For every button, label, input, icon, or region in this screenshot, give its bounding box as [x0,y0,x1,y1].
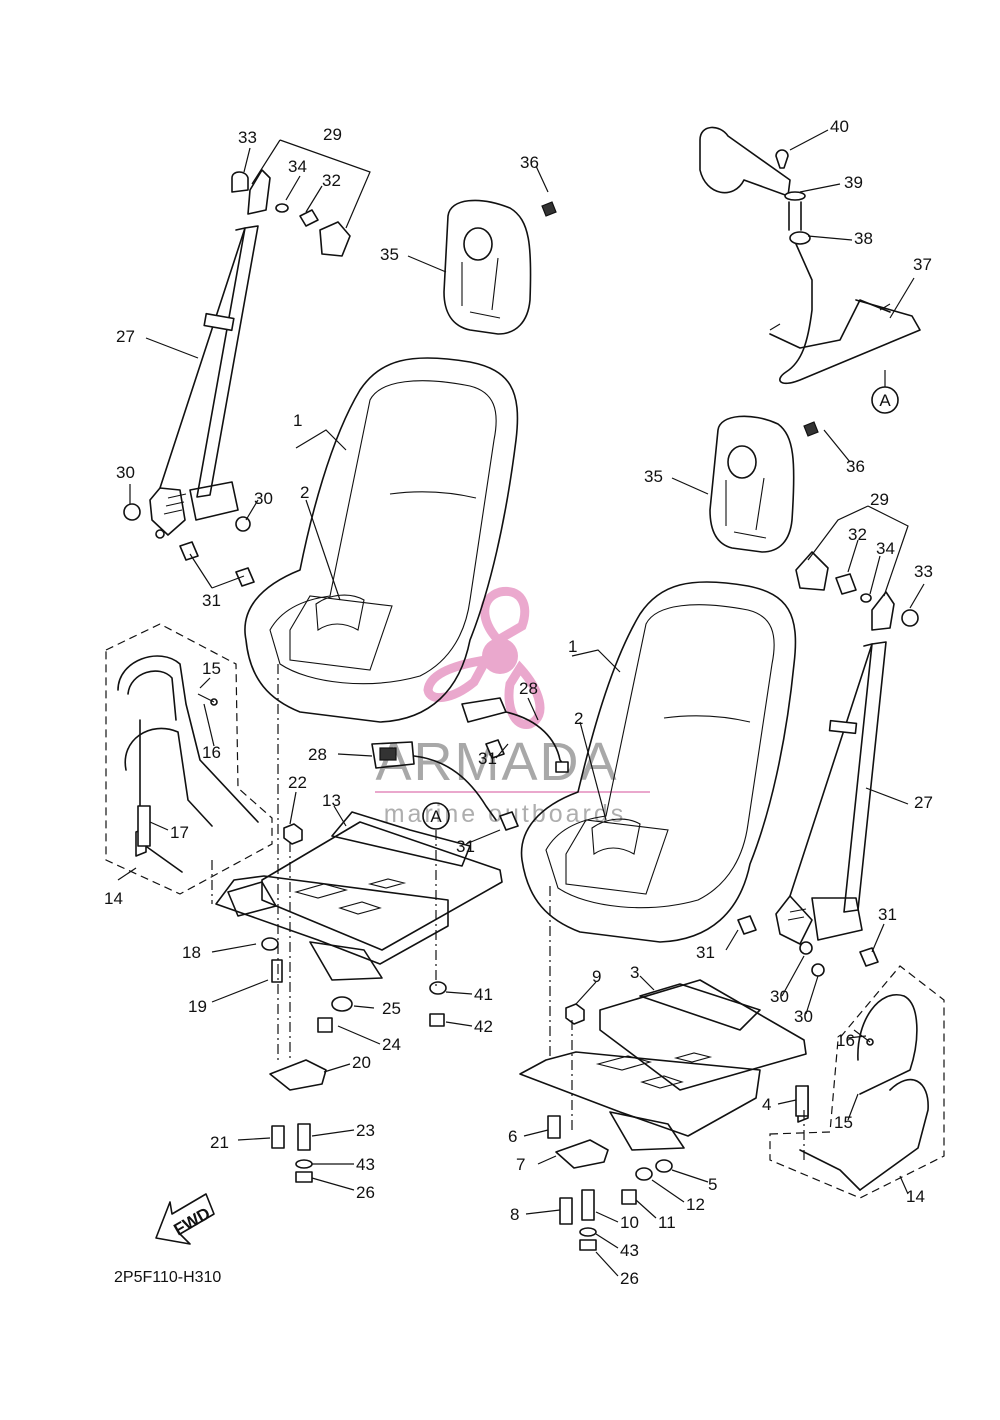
grab-handle-assembly: A [699,126,921,414]
part-label-34: 34 [876,539,895,558]
part-label-35: 35 [644,467,663,486]
part-label-10: 10 [620,1213,639,1232]
part-label-7: 7 [516,1155,525,1174]
svg-text:A: A [430,807,442,826]
part-label-27: 27 [116,327,135,346]
seat-base-left [215,811,503,981]
part-label-11: 11 [658,1213,676,1232]
part-label-12: 12 [686,1195,705,1214]
seat-belt-left [149,225,259,539]
part-label-1: 1 [568,637,577,656]
diagram-code: 2P5F110-H310 [114,1269,221,1286]
part-label-8: 8 [510,1205,519,1224]
ref-marker-a-top: A [879,391,891,410]
part-label-31: 31 [456,837,475,856]
part-label-20: 20 [352,1053,371,1072]
part-label-2: 2 [300,483,309,502]
part-label-31: 31 [878,905,897,924]
part-label-36: 36 [520,153,539,172]
part-label-30: 30 [794,1007,813,1026]
part-label-39: 39 [844,173,863,192]
part-label-15: 15 [202,659,221,678]
part-label-19: 19 [188,997,207,1016]
seat-brace-right [769,965,945,1199]
part-label-30: 30 [116,463,135,482]
part-label-30: 30 [254,489,273,508]
watermark: ARMADA marine outboards [375,586,650,828]
part-label-38: 38 [854,229,873,248]
part-label-34: 34 [288,157,307,176]
anchor-parts-right [737,551,919,977]
fwd-label: FWD [171,1204,214,1240]
seat-belt-right [775,641,887,945]
part-label-41: 41 [474,985,493,1004]
ref-marker-a-center: A [422,802,450,830]
part-label-16: 16 [202,743,221,762]
part-label-21: 21 [210,1133,229,1152]
part-label-14: 14 [906,1187,925,1206]
headrest-cover-upper [443,199,557,335]
headrest-cover-lower [709,415,819,553]
part-label-16: 16 [836,1031,855,1050]
part-label-26: 26 [620,1269,639,1288]
part-label-9: 9 [592,967,601,986]
part-label-22: 22 [288,773,307,792]
part-label-18: 18 [182,943,201,962]
part-label-35: 35 [380,245,399,264]
part-label-32: 32 [322,171,341,190]
part-label-32: 32 [848,525,867,544]
alignment-lines [211,664,805,1160]
hardware-right [547,1003,809,1251]
part-label-43: 43 [620,1241,639,1260]
part-label-28: 28 [519,679,538,698]
part-label-23: 23 [356,1121,375,1140]
part-label-29: 29 [323,125,342,144]
leader-lines [117,129,925,1277]
seat-left [244,357,519,723]
part-label-31: 31 [478,749,497,768]
part-label-1: 1 [293,411,302,430]
part-label-24: 24 [382,1035,401,1054]
seat-base-right [519,979,807,1151]
part-label-3: 3 [630,963,639,982]
hardware-left [137,805,447,1183]
part-label-31: 31 [202,591,221,610]
part-label-33: 33 [914,562,933,581]
part-label-36: 36 [846,457,865,476]
part-label-5: 5 [708,1175,717,1194]
part-label-42: 42 [474,1017,493,1036]
seat-right [520,581,797,943]
part-label-4: 4 [762,1095,771,1114]
part-label-37: 37 [913,255,932,274]
part-label-30: 30 [770,987,789,1006]
part-label-15: 15 [834,1113,853,1132]
part-label-40: 40 [830,117,849,136]
part-label-28: 28 [308,745,327,764]
part-label-25: 25 [382,999,401,1018]
part-label-33: 33 [238,128,257,147]
part-label-14: 14 [104,889,123,908]
part-label-6: 6 [508,1127,517,1146]
fwd-arrow-icon: FWD [155,1193,215,1245]
anchor-parts-left [123,169,351,587]
part-label-29: 29 [870,490,889,509]
part-label-26: 26 [356,1183,375,1202]
part-label-31: 31 [696,943,715,962]
part-number-labels: 33 29 34 32 27 30 30 31 36 35 1 2 40 39 … [104,117,933,1288]
part-label-17: 17 [170,823,189,842]
part-label-27: 27 [914,793,933,812]
part-label-2: 2 [574,709,583,728]
part-label-13: 13 [322,791,341,810]
part-label-43: 43 [356,1155,375,1174]
seat-brace-left [105,623,273,895]
